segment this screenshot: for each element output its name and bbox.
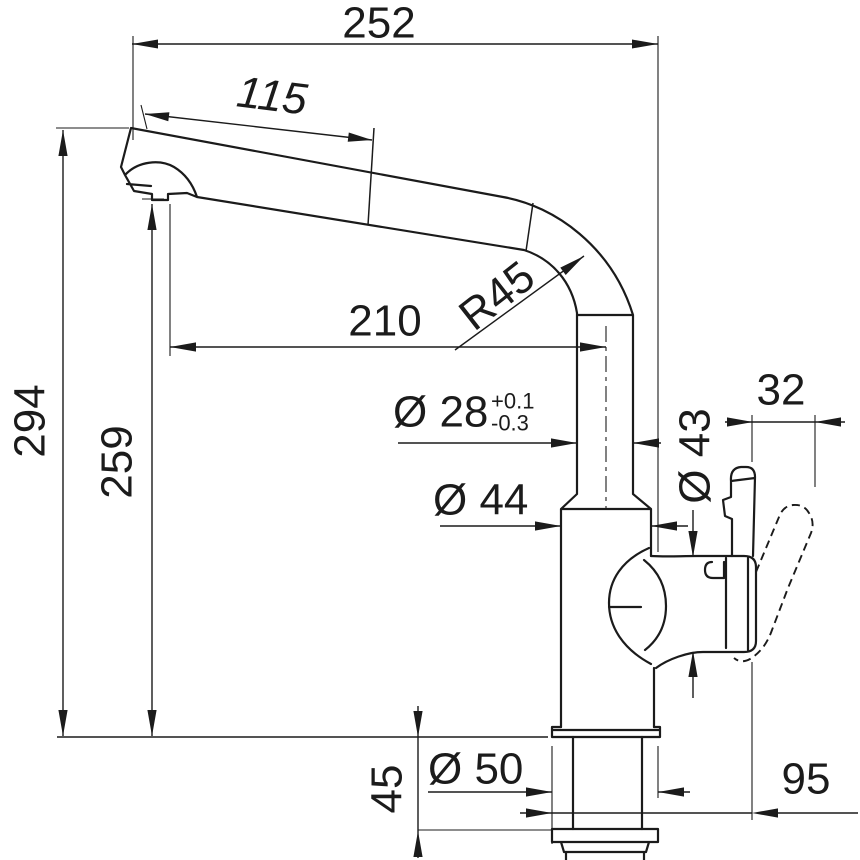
handle-lever-alt-dashed <box>733 503 814 663</box>
spout-outline <box>119 126 656 729</box>
leader-line-r45 <box>454 255 585 351</box>
spray-head-separation-line <box>367 127 375 226</box>
dim-label-210: 210 <box>348 297 421 346</box>
dim-label-d43: Ø 43 <box>671 408 720 503</box>
dim-label-95: 95 <box>782 755 831 804</box>
dim-label-d28-tol-minus: -0.3 <box>491 411 529 436</box>
mounting-shank <box>571 735 644 831</box>
extension-lines <box>56 36 816 844</box>
dim-label-45: 45 <box>363 765 412 814</box>
handle-housing <box>649 554 758 670</box>
dim-arrows <box>58 39 841 857</box>
dim-label-115: 115 <box>234 67 310 124</box>
dim-label-252: 252 <box>342 0 415 48</box>
dim-label-32: 32 <box>757 366 806 415</box>
body-bulge-contour <box>607 546 668 666</box>
dim-label-d28-tol-plus: +0.1 <box>491 389 534 414</box>
dim-label-d44: Ø 44 <box>433 476 528 525</box>
dim-label-r45: R45 <box>450 252 544 340</box>
base-nut <box>550 827 660 860</box>
hose-collar-joint-line <box>525 202 534 252</box>
dim-label-259: 259 <box>93 425 142 498</box>
handle-lever <box>721 465 757 558</box>
dim-label-d28: Ø 28 <box>393 388 488 437</box>
base-flange <box>550 725 662 739</box>
dim-label-d50: Ø 50 <box>428 745 523 794</box>
dim-label-294: 294 <box>6 384 55 457</box>
dim-line-115 <box>144 113 373 141</box>
